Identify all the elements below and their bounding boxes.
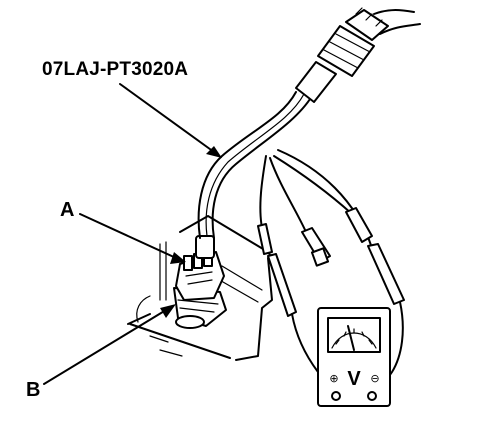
harness-connector-upper [295,7,421,103]
callout-b-label: B [26,379,41,401]
callout-a-label: A [60,199,75,221]
voltmeter [317,307,391,407]
leader-lines [43,83,222,385]
meter-leads [257,149,405,397]
test-harness-cable [197,91,313,239]
connector-a [175,235,225,301]
tool-part-number-label: 07LAJ-PT3020A [42,59,189,80]
